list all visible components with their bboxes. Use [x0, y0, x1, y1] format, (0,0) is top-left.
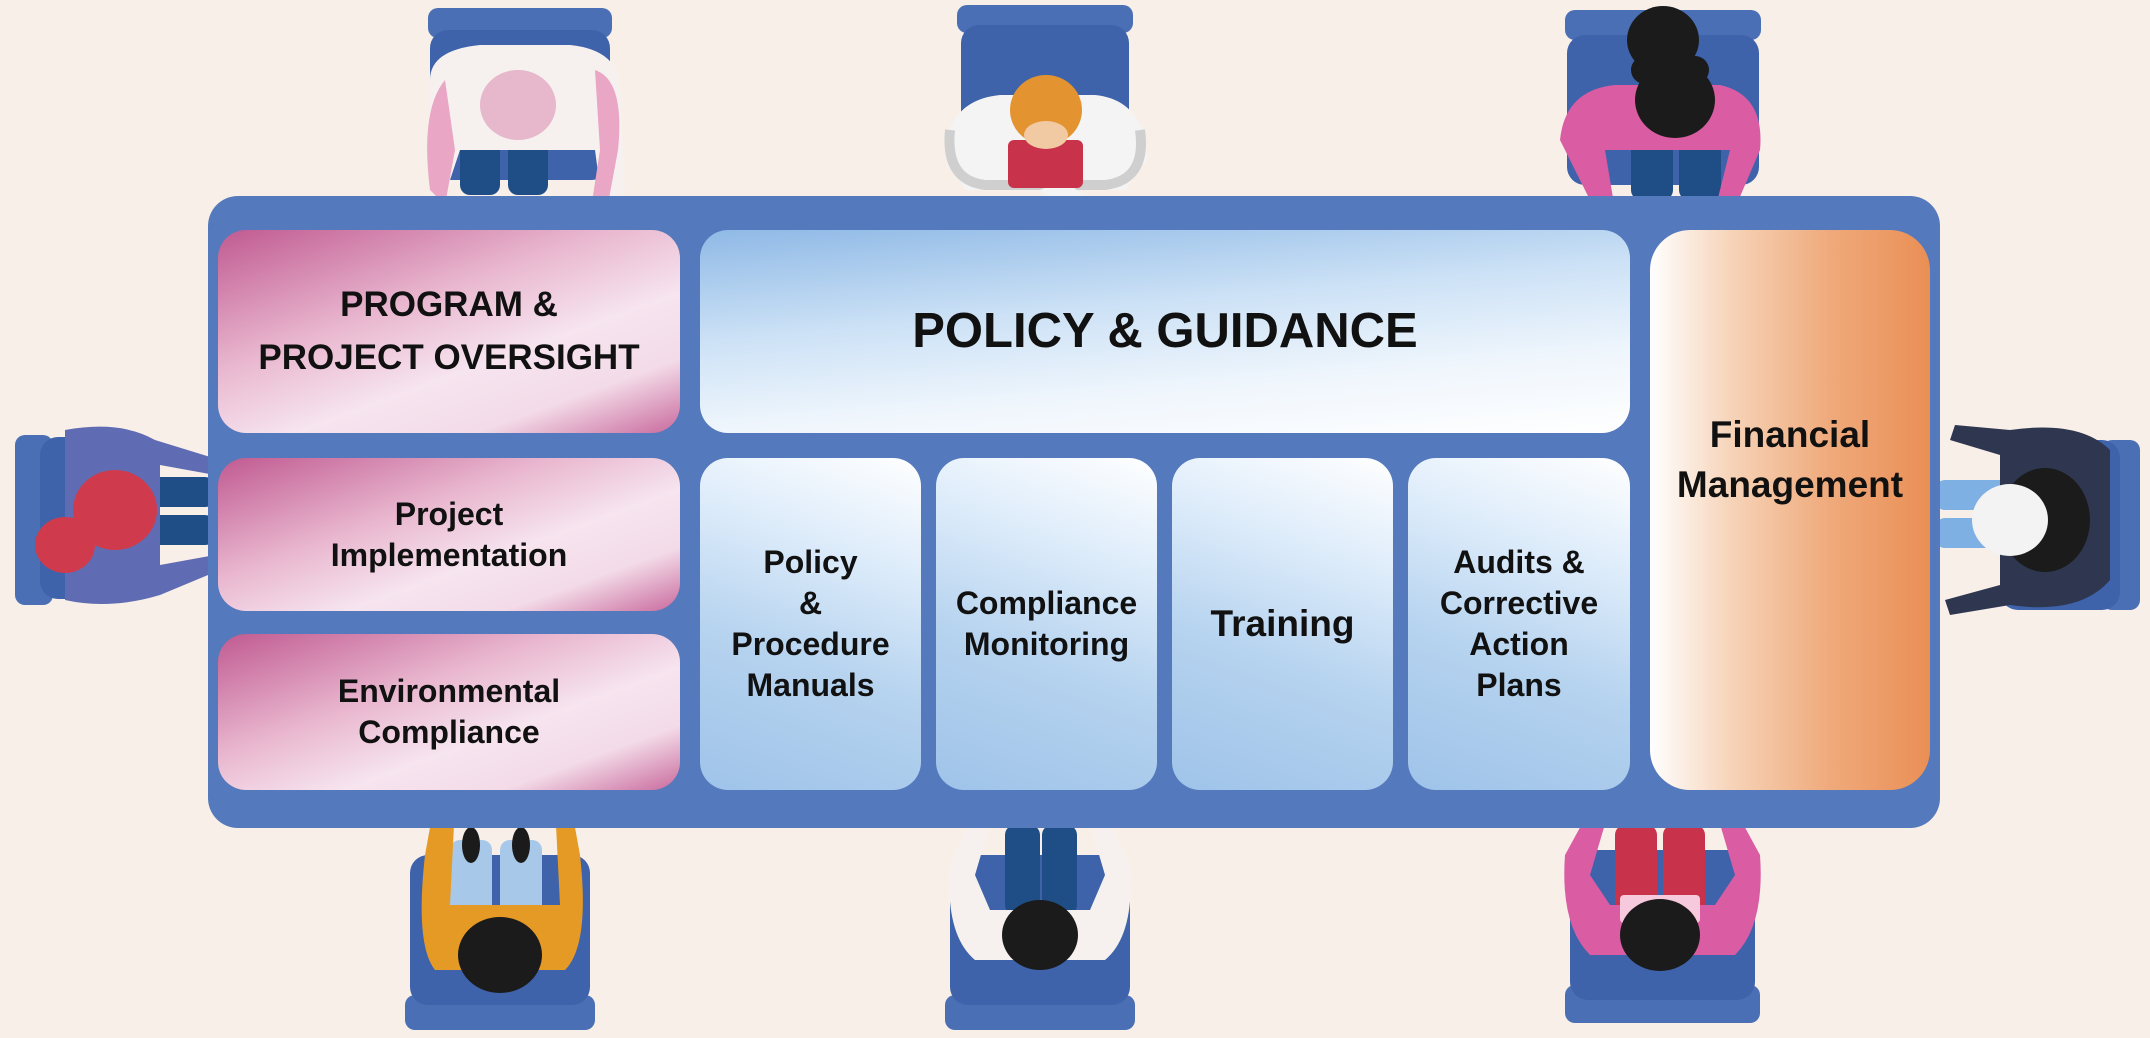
manuals-line-2: & [798, 585, 823, 622]
manuals-line-1: Policy [763, 544, 858, 581]
audits-line-2: Corrective [1439, 585, 1599, 622]
environmental-line-2: Compliance [358, 714, 540, 750]
audits-line-1: Audits & [1453, 544, 1585, 581]
training-label: Training [1210, 603, 1355, 645]
person-left [15, 426, 220, 605]
tile-compliance-monitoring: Compliance Monitoring [936, 458, 1157, 790]
financial-line-2: Management [1676, 464, 1904, 505]
policy-guidance-title: POLICY & GUIDANCE [912, 304, 1418, 359]
tile-financial-management: Financial Management [1650, 230, 1930, 790]
tile-training: Training [1172, 458, 1393, 790]
person-bottom-center [945, 800, 1135, 1030]
implementation-line-2: Implementation [330, 536, 568, 573]
tile-policy-procedure-manuals: Policy & Procedure Manuals [700, 458, 921, 790]
audits-line-4: Plans [1476, 666, 1562, 703]
person-bottom-left [405, 800, 595, 1030]
environmental-line-1: Environmental [337, 673, 561, 710]
manuals-line-4: Manuals [746, 666, 875, 703]
audits-line-3: Action [1469, 626, 1569, 662]
tile-audits-corrective-action-plans: Audits & Corrective Action Plans [1408, 458, 1630, 790]
tile-program-project-oversight: PROGRAM & PROJECT OVERSIGHT [218, 230, 680, 433]
tile-project-implementation: Project Implementation [218, 458, 680, 611]
person-top-right [1560, 6, 1761, 220]
oversight-line-2: PROJECT OVERSIGHT [258, 337, 640, 377]
person-top-left [427, 8, 625, 225]
person-bottom-right [1564, 800, 1761, 1023]
financial-line-1: Financial [1709, 414, 1871, 456]
tile-environmental-compliance: Environmental Compliance [218, 634, 680, 790]
person-right [1935, 425, 2140, 615]
oversight-line-1: PROGRAM & [340, 285, 558, 324]
implementation-line-1: Project [394, 495, 504, 532]
manuals-line-3: Procedure [731, 626, 890, 662]
monitoring-line-2: Monitoring [963, 626, 1130, 662]
tile-policy-guidance: POLICY & GUIDANCE [700, 230, 1630, 433]
person-top-center [944, 5, 1147, 220]
monitoring-line-1: Compliance [955, 585, 1138, 622]
